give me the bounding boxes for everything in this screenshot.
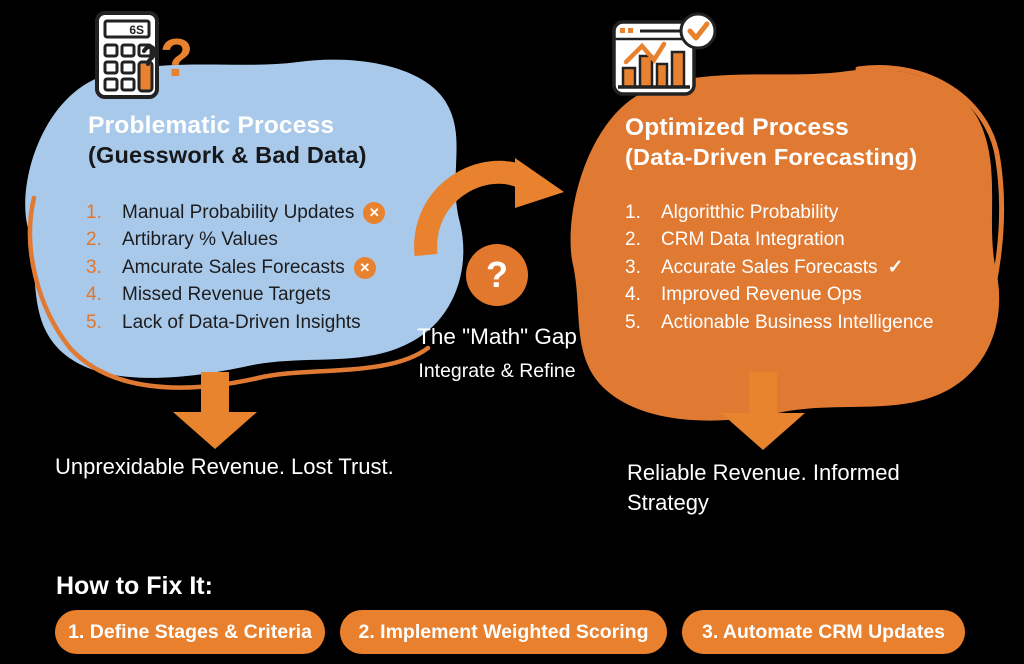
item-number: 3. bbox=[86, 256, 102, 278]
down-arrow-icon bbox=[721, 372, 805, 450]
fix-step-2-button[interactable]: 2. Implement Weighted Scoring bbox=[340, 610, 667, 654]
item-text: Artibrary % Values bbox=[122, 229, 278, 251]
calculator-display: 6S bbox=[129, 23, 144, 37]
list-item: 4. Missed Revenue Targets bbox=[86, 282, 385, 310]
item-text: Improved Revenue Ops bbox=[661, 284, 862, 306]
list-item: 5. Lack of Data-Driven Insights bbox=[86, 309, 385, 337]
item-number: 5. bbox=[625, 311, 641, 333]
question-mark: ? bbox=[486, 254, 508, 295]
item-number: 2. bbox=[86, 229, 102, 251]
left-panel-subtitle: (Guesswork & Bad Data) bbox=[88, 142, 367, 168]
item-number: 4. bbox=[86, 284, 102, 306]
item-number: 2. bbox=[625, 229, 641, 251]
down-arrow-icon bbox=[173, 372, 257, 449]
right-panel-subtitle: (Data-Driven Forecasting) bbox=[625, 144, 918, 170]
left-panel-title: Problematic Process bbox=[88, 112, 335, 139]
check-icon: ✓ bbox=[887, 257, 904, 279]
gap-sublabel: Integrate & Refine bbox=[418, 360, 576, 382]
trend-line bbox=[623, 41, 667, 65]
gap-label: The "Math" Gap bbox=[417, 324, 577, 349]
calculator-question-icon: 6S ? bbox=[95, 11, 192, 99]
x-icon: ✕ bbox=[353, 256, 376, 279]
cursor-doodle bbox=[142, 44, 157, 66]
item-text: Accurate Sales Forecasts bbox=[661, 256, 878, 278]
item-text: CRM Data Integration bbox=[661, 229, 845, 251]
item-text: Algoritthic Probability bbox=[661, 201, 839, 223]
item-text: Manual Probability Updates bbox=[122, 201, 355, 223]
item-number: 1. bbox=[86, 201, 102, 223]
right-panel-title: Optimized Process bbox=[625, 114, 849, 141]
right-panel-list: 1. Algoritthic Probability 2. CRM Data I… bbox=[625, 199, 934, 337]
item-number: 5. bbox=[86, 311, 102, 333]
list-item: 2. Artibrary % Values bbox=[86, 227, 385, 255]
item-text: Actionable Business Intelligence bbox=[661, 311, 934, 333]
item-number: 1. bbox=[625, 201, 641, 223]
item-text: Missed Revenue Targets bbox=[122, 284, 331, 306]
fix-heading: How to Fix It: bbox=[56, 572, 213, 600]
left-blob-orange-outline bbox=[27, 195, 431, 390]
calculator-orange-key bbox=[137, 60, 154, 93]
list-item: 1. Algoritthic Probability bbox=[625, 199, 934, 227]
list-item: 3. Amcurate Sales Forecasts ✕ bbox=[86, 254, 385, 282]
item-text: Amcurate Sales Forecasts bbox=[122, 256, 345, 278]
list-item: 1. Manual Probability Updates ✕ bbox=[86, 199, 386, 227]
x-icon: ✕ bbox=[363, 201, 386, 224]
fix-step-3-button[interactable]: 3. Automate CRM Updates bbox=[682, 610, 965, 654]
question-doodle: ? bbox=[160, 28, 192, 88]
left-outcome-text: Unprexidable Revenue. Lost Trust. bbox=[55, 454, 394, 479]
item-text: Lack of Data-Driven Insights bbox=[122, 311, 361, 333]
item-number: 3. bbox=[625, 256, 641, 278]
chart-check-icon bbox=[612, 12, 717, 96]
left-blob-shape bbox=[25, 59, 464, 390]
right-blob-shape bbox=[570, 65, 1005, 421]
right-outcome-text: Reliable Revenue. Informed Strategy bbox=[627, 460, 900, 515]
list-item: 3. Accurate Sales Forecasts ✓ bbox=[625, 254, 934, 282]
left-panel-list: 1. Manual Probability Updates ✕ 2. Artib… bbox=[86, 199, 386, 337]
fix-step-1-button[interactable]: 1. Define Stages & Criteria bbox=[55, 610, 325, 654]
list-item: 5. Actionable Business Intelligence bbox=[625, 309, 934, 337]
list-item: 2. CRM Data Integration bbox=[625, 227, 934, 255]
check-icon bbox=[687, 21, 710, 41]
list-item: 4. Improved Revenue Ops bbox=[625, 282, 934, 310]
question-mark-badge: ? bbox=[466, 244, 528, 306]
item-number: 4. bbox=[625, 284, 641, 306]
curved-arrow-icon bbox=[414, 158, 564, 257]
